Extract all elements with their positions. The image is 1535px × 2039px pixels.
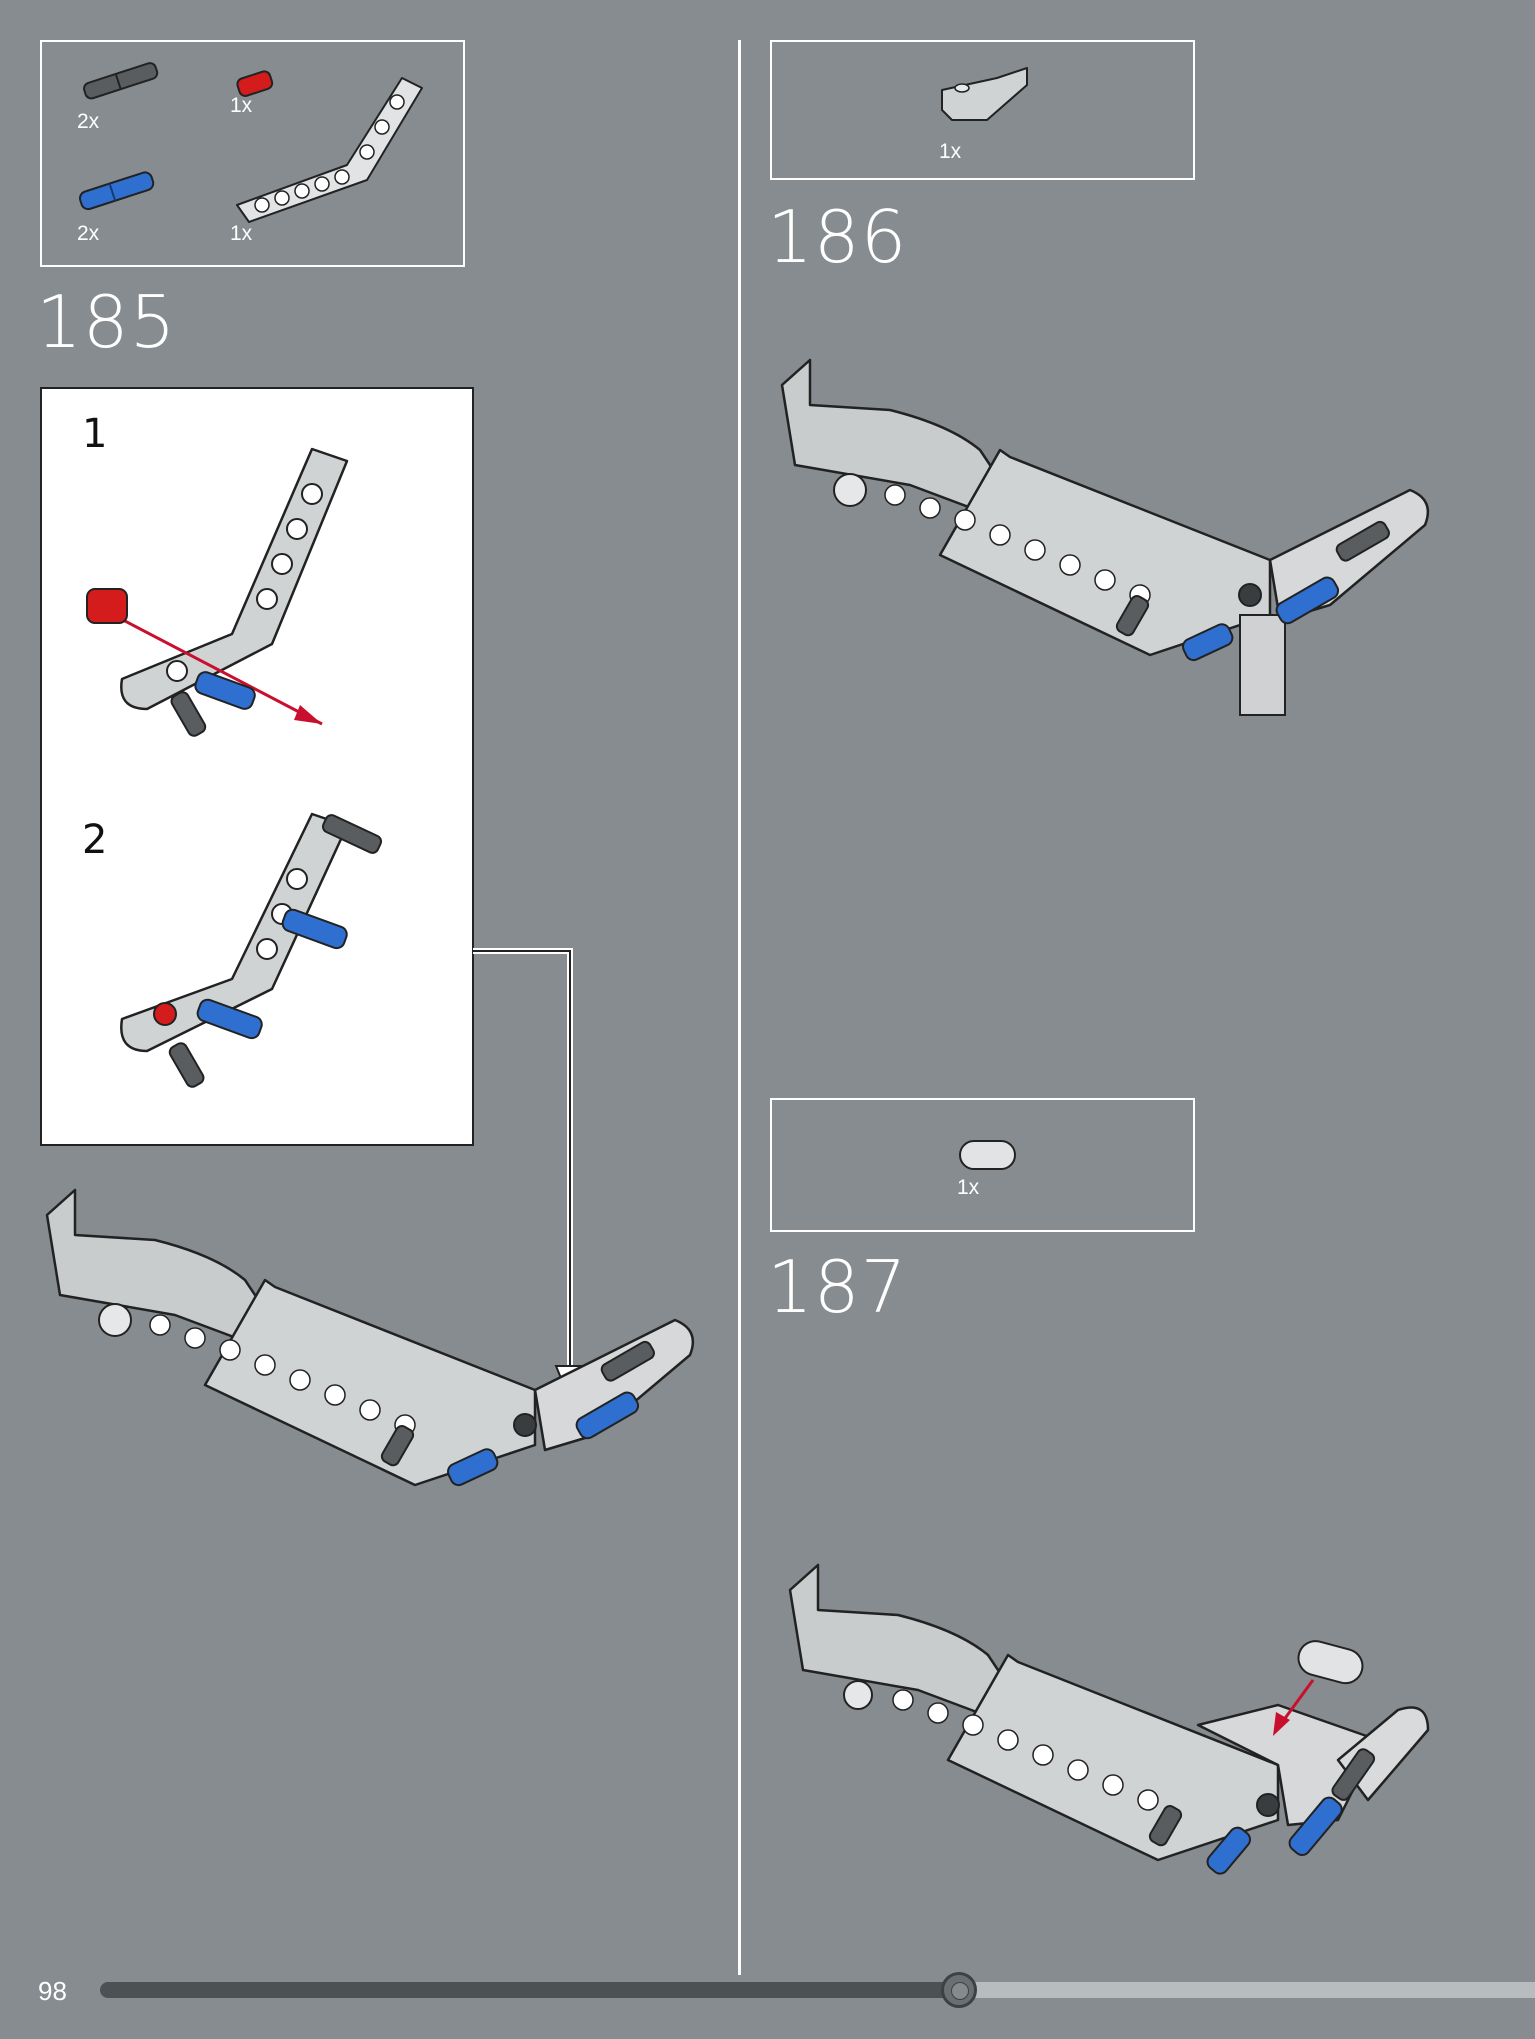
slope-brick-icon [941, 67, 1028, 121]
parts-list-186: 1x [770, 40, 1195, 180]
parts-list-185: 2x 1x 1x 2x 1x [40, 40, 465, 267]
substep-2-illustration [120, 812, 383, 1088]
knob-center [951, 1982, 969, 2000]
subassembly-panel: 1 2 [40, 387, 474, 1146]
parts-list-187: 1x [770, 1098, 1195, 1232]
bent-liftarm-icon [236, 77, 423, 223]
qty-liftarm: 1x [230, 222, 253, 245]
qty-blue-pin: 2x [77, 222, 100, 245]
column-divider [738, 40, 741, 1975]
qty-slope-brick: 1x [939, 140, 962, 163]
model-186-illustration [780, 358, 1430, 716]
qty-tile: 1x [957, 1176, 980, 1199]
progress-bar-filled [100, 1982, 958, 1998]
page-number: 98 [38, 1976, 67, 2006]
substep-number-1: 1 [82, 411, 108, 457]
step-number-186: 186 [767, 195, 908, 279]
substep-1-illustration [86, 447, 349, 737]
step-number-185: 185 [36, 280, 177, 364]
qty-dark-pin: 2x [77, 110, 100, 133]
red-pin-icon [236, 70, 274, 97]
tile-round-end-icon [959, 1140, 1016, 1170]
qty-red-pin: 1x [230, 94, 253, 117]
dark-axle-pin-icon [83, 62, 159, 100]
step-number-187: 187 [767, 1245, 908, 1329]
progress-knob[interactable] [941, 1972, 977, 2008]
substep-number-2: 2 [82, 817, 108, 863]
model-185-illustration [45, 1188, 695, 1487]
progress-bar-remaining [958, 1982, 1535, 1998]
blue-axle-pin-icon [78, 171, 155, 211]
model-187-illustration [788, 1563, 1430, 1875]
